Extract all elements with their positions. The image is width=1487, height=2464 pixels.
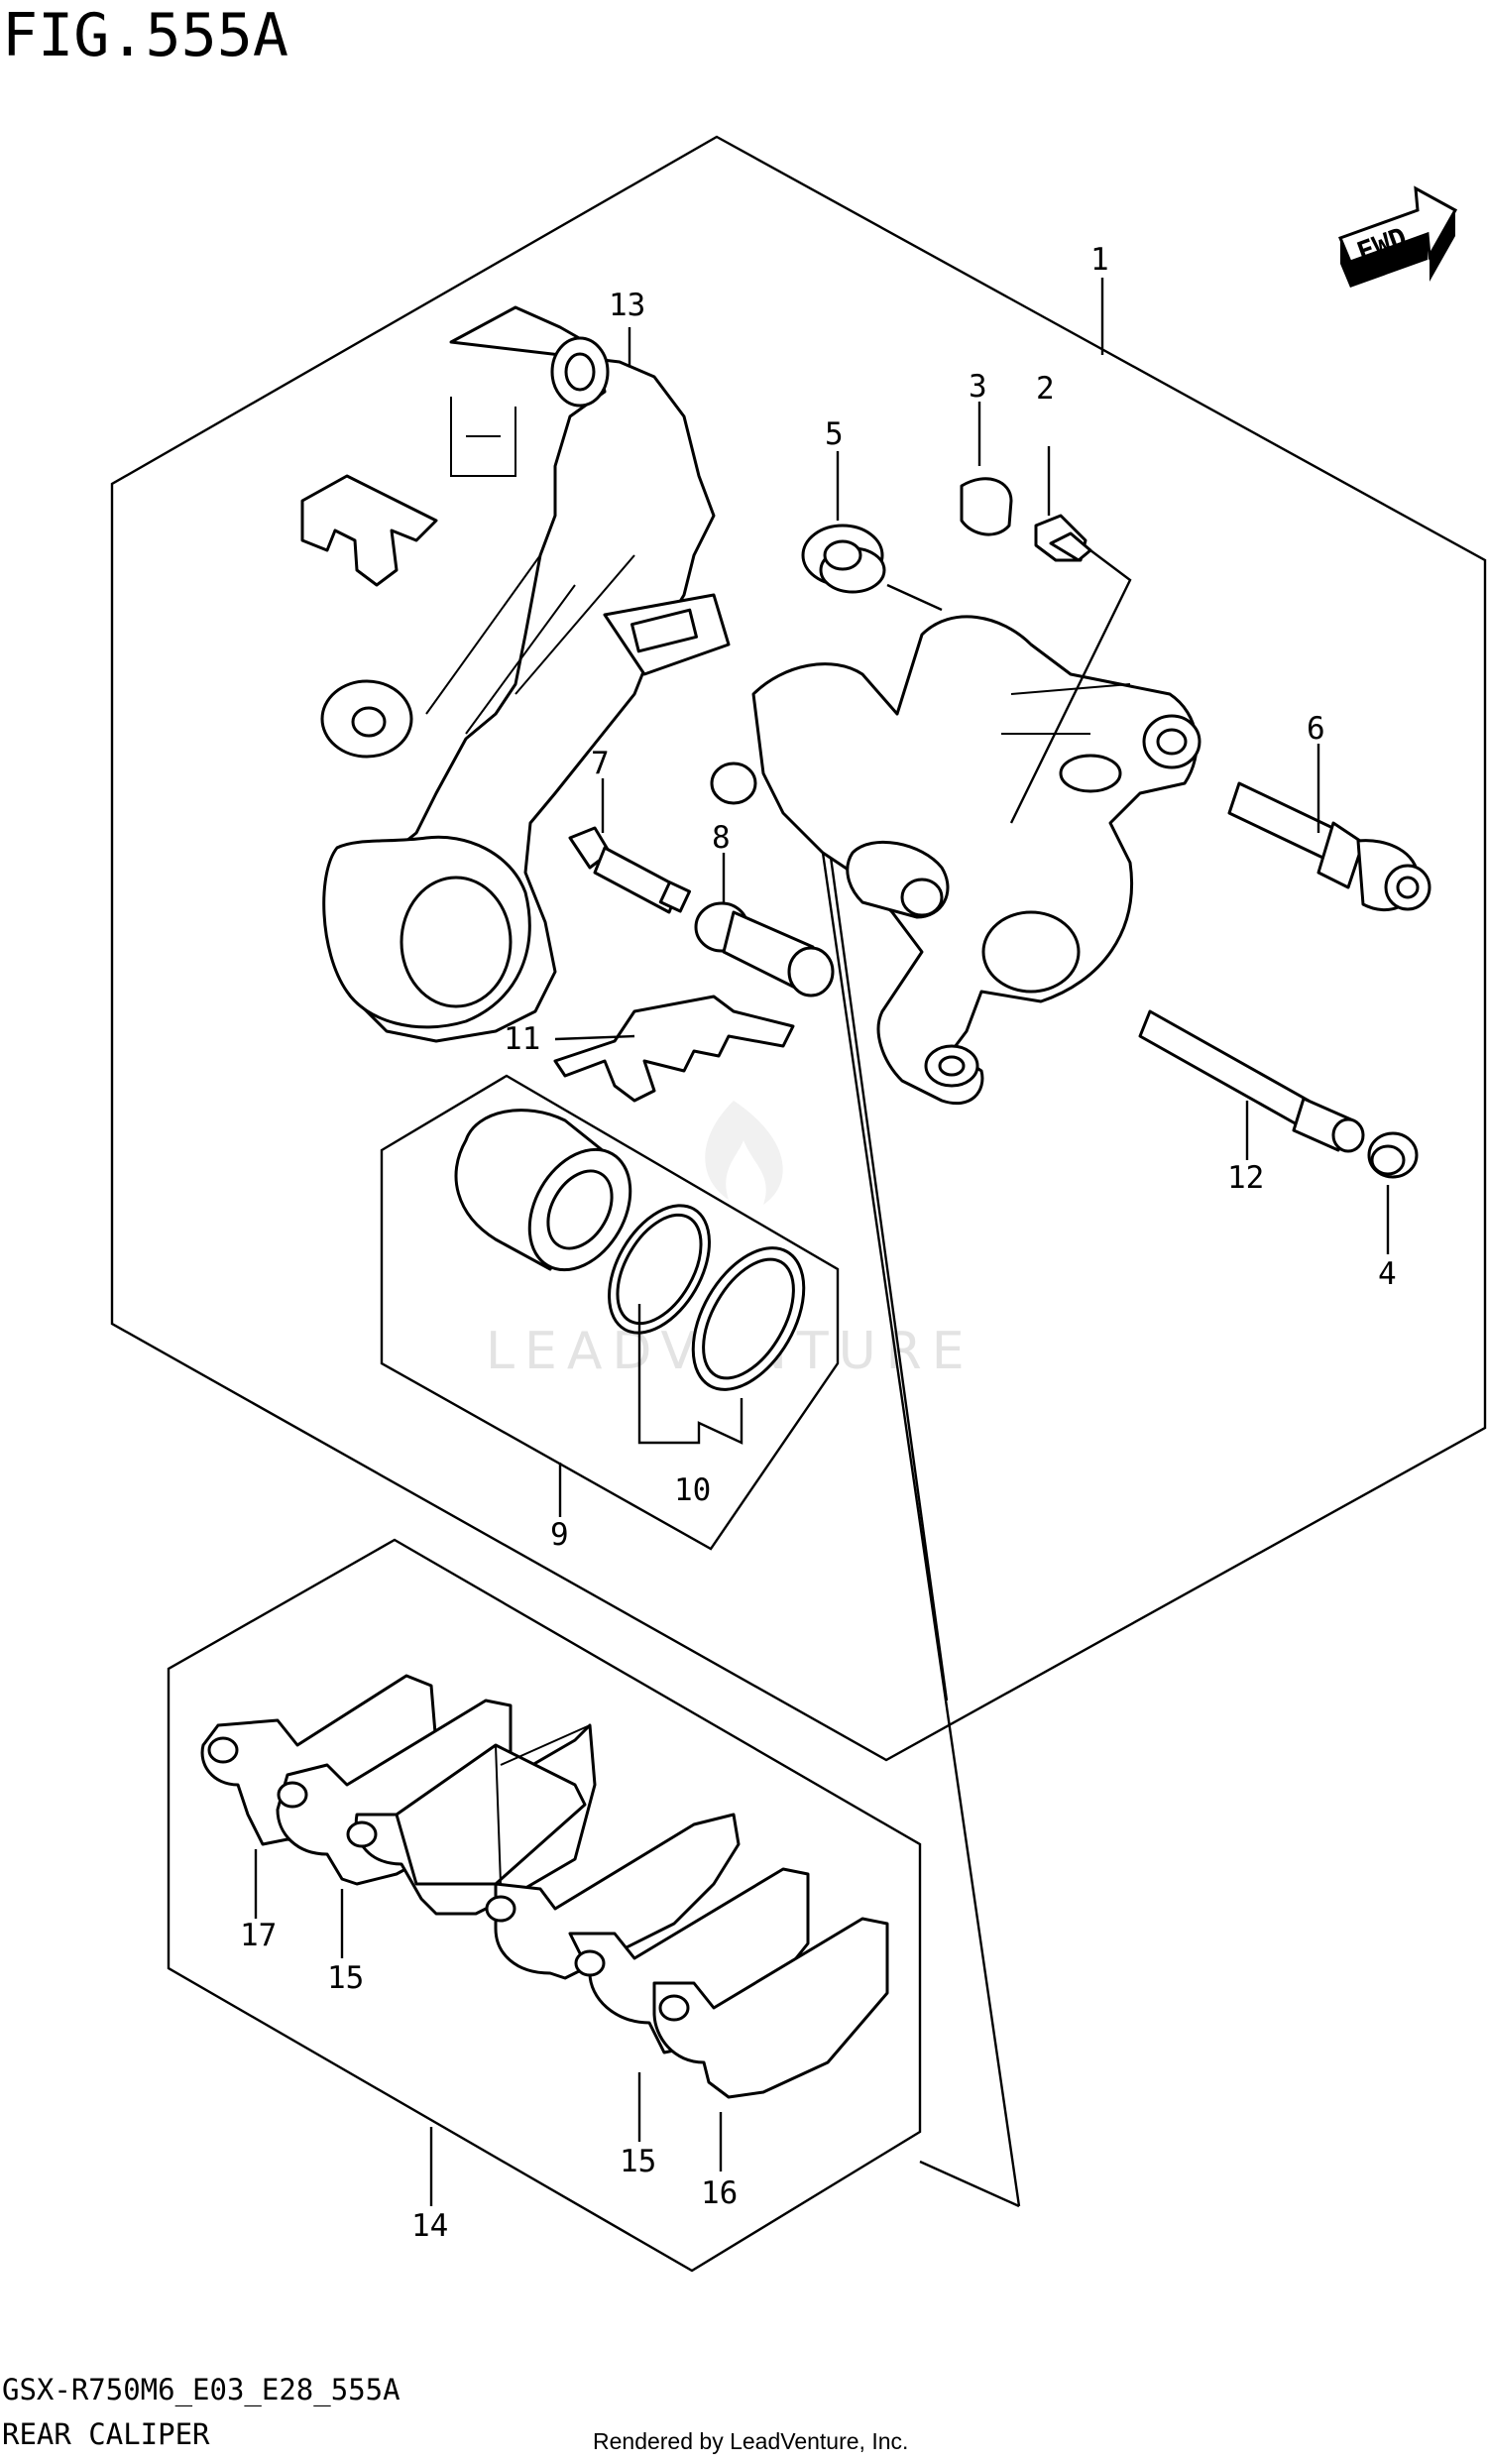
callout-11: 11 (504, 1021, 540, 1057)
fwd-arrow-icon: FWD (1338, 185, 1458, 288)
caliper-assembly-outline (110, 135, 1487, 1762)
caliper-bracket (320, 305, 731, 1043)
caliper-body (710, 615, 1201, 1106)
brake-pad-right (485, 1813, 741, 1980)
brake-pad-left (346, 1723, 597, 1916)
model-code: GSX-R750M6_E03_E28_555A (2, 2373, 400, 2407)
pad-spring-upper (300, 474, 438, 587)
callout-15-upper: 15 (327, 1960, 364, 1996)
callout-7: 7 (591, 746, 610, 781)
leader-cap (886, 583, 943, 612)
part-12-slide-pin (1138, 1009, 1365, 1153)
leader-10 (637, 1304, 744, 1445)
leader-caliper-pads-2 (821, 852, 1021, 2207)
part-6-slide-pin (1227, 781, 1431, 912)
part-8-sleeve (694, 901, 835, 997)
callout-8: 8 (712, 820, 731, 856)
callout-2: 2 (1036, 371, 1055, 407)
callout-6: 6 (1307, 711, 1325, 747)
leader-pads-corner (919, 2160, 1020, 2208)
watermark-flame-icon (705, 1101, 783, 1205)
leader-11 (554, 1034, 635, 1041)
part-16-shim (652, 1917, 889, 2099)
part-10-seal-inner (608, 1204, 711, 1335)
part-5-boot (801, 524, 886, 594)
callout-1: 1 (1090, 242, 1109, 278)
callout-5: 5 (825, 416, 844, 452)
piston-kit-outline (380, 1074, 840, 1551)
part-9-piston (454, 1109, 632, 1272)
leader-bleeder (1009, 549, 1132, 824)
callout-14: 14 (411, 2208, 448, 2244)
leader-caliper-pads (816, 763, 949, 1701)
callout-9: 9 (550, 1517, 569, 1553)
callout-4: 4 (1378, 1256, 1397, 1292)
part-7-bolt (568, 826, 692, 914)
callout-10: 10 (674, 1472, 711, 1508)
callout-12: 12 (1227, 1160, 1264, 1196)
pad-set-outline (167, 1538, 922, 2273)
part-2-bleeder-valve (1034, 514, 1092, 562)
part-3-cap (960, 477, 1013, 536)
figure-title: FIG.555A (2, 1, 288, 70)
callout-13: 13 (609, 288, 645, 323)
callout-3: 3 (969, 369, 987, 405)
callout-16: 16 (701, 2175, 738, 2211)
part-4-cap (1367, 1131, 1419, 1179)
callout-15-lower: 15 (620, 2144, 656, 2179)
part-10-seal-outer (691, 1246, 806, 1391)
part-11-pad-spring (553, 995, 795, 1103)
rendered-by: Rendered by LeadVenture, Inc. (593, 2428, 908, 2454)
figure-caption: REAR CALIPER (2, 2417, 210, 2451)
callout-17: 17 (240, 1918, 277, 1953)
